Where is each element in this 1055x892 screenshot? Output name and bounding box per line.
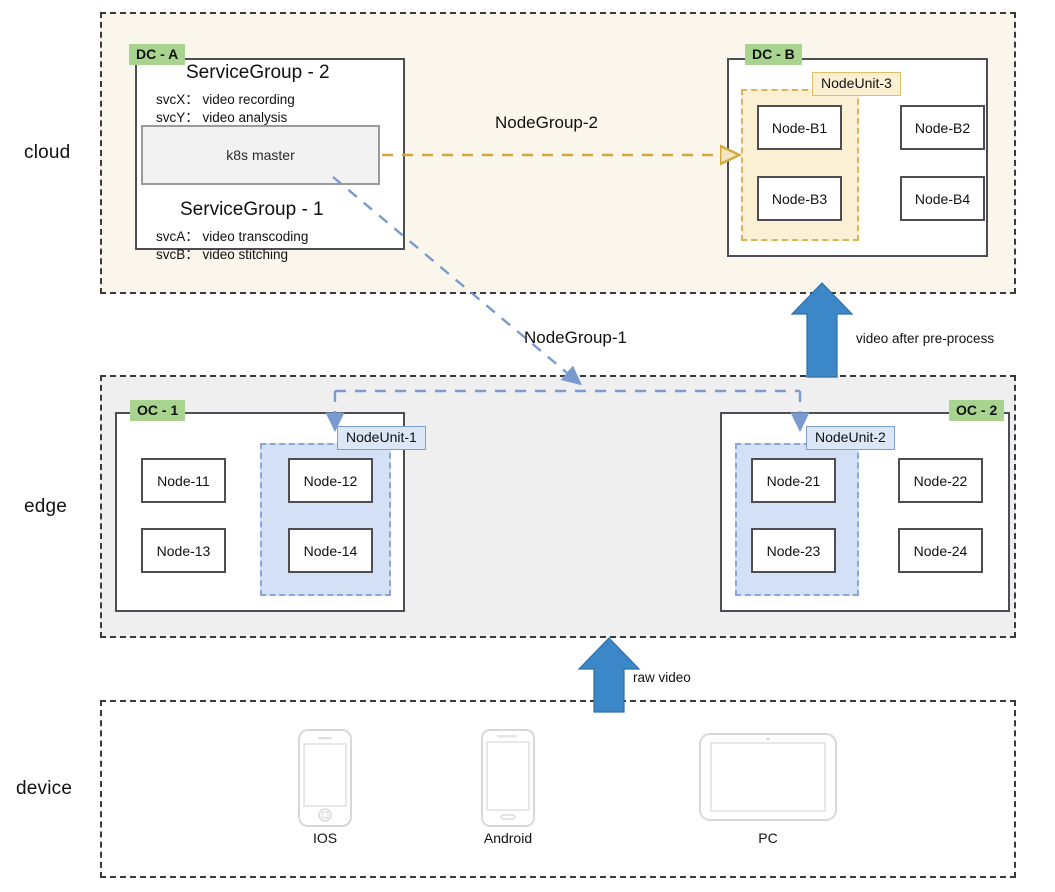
node-22[interactable]: Node-22 — [898, 458, 983, 503]
node-13[interactable]: Node-13 — [141, 528, 226, 573]
servicegroup-1-title: ServiceGroup - 1 — [180, 199, 324, 220]
android-icon — [478, 728, 538, 833]
caption-raw-video: raw video — [633, 670, 691, 685]
node-b4[interactable]: Node-B4 — [900, 176, 985, 221]
badge-oc-1: OC - 1 — [130, 400, 186, 421]
servicegroup-1-svc-1: svcB： video stitching — [156, 247, 289, 262]
node-11[interactable]: Node-11 — [141, 458, 226, 503]
servicegroup-1-svc-0: svcA： video transcoding — [156, 229, 309, 244]
node-21[interactable]: Node-21 — [751, 458, 836, 503]
device-band — [100, 700, 1016, 878]
servicegroup-2-svc-0: svcX： video recording — [156, 92, 295, 107]
flow-label-nodegroup-2: NodeGroup-2 — [495, 113, 599, 132]
node-b1[interactable]: Node-B1 — [757, 105, 842, 150]
servicegroup-2-svc-1: svcY： video analysis — [156, 110, 288, 125]
tier-label-edge: edge — [24, 496, 68, 517]
badge-dc-a: DC - A — [129, 44, 186, 65]
device-caption-android: Android — [483, 830, 533, 846]
node-12[interactable]: Node-12 — [288, 458, 373, 503]
node-14[interactable]: Node-14 — [288, 528, 373, 573]
block-arrow-video-after-preprocess — [790, 282, 854, 378]
device-caption-pc: PC — [758, 830, 778, 846]
servicegroup-2-title: ServiceGroup - 2 — [186, 62, 330, 83]
node-24[interactable]: Node-24 — [898, 528, 983, 573]
node-b2[interactable]: Node-B2 — [900, 105, 985, 150]
nodeunit-3-label[interactable]: NodeUnit-3 — [812, 72, 901, 96]
nodeunit-2-label[interactable]: NodeUnit-2 — [806, 426, 895, 450]
tablet-icon — [698, 732, 838, 829]
tier-label-cloud: cloud — [24, 142, 71, 163]
badge-oc-2: OC - 2 — [949, 400, 1005, 421]
node-b3[interactable]: Node-B3 — [757, 176, 842, 221]
caption-video-after-preprocess: video after pre-process — [856, 331, 995, 346]
k8s-master-box[interactable]: k8s master — [141, 125, 380, 185]
flow-label-nodegroup-1: NodeGroup-1 — [524, 328, 628, 347]
node-23[interactable]: Node-23 — [751, 528, 836, 573]
badge-dc-b: DC - B — [745, 44, 802, 65]
nodeunit-1-label[interactable]: NodeUnit-1 — [337, 426, 426, 450]
iphone-icon — [295, 728, 355, 833]
tier-label-device: device — [16, 778, 73, 799]
device-caption-ios: IOS — [312, 830, 338, 846]
